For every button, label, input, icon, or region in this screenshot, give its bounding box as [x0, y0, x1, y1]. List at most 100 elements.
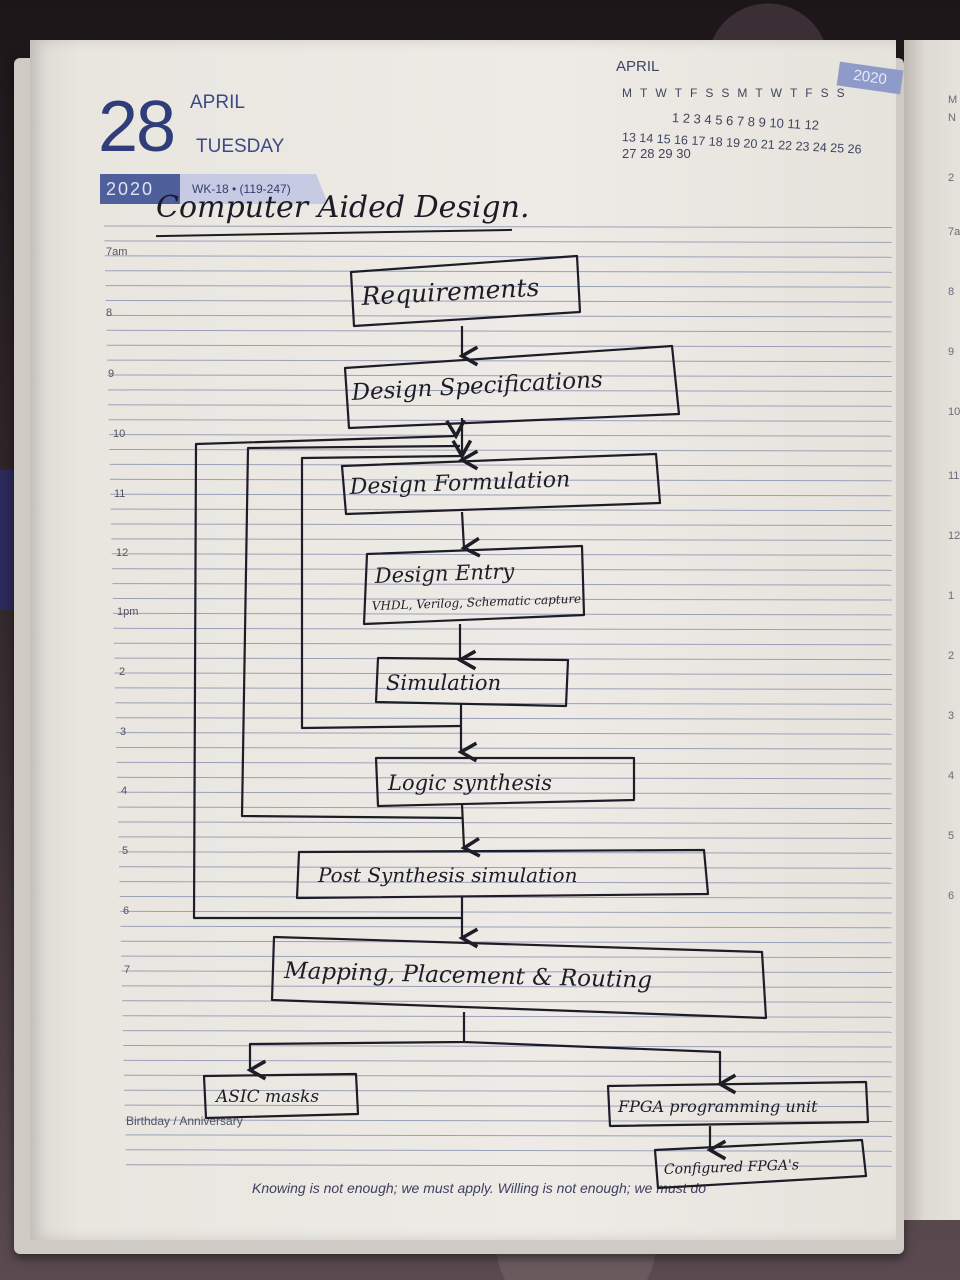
requirements-box: [349, 254, 582, 328]
facing-page: M N 2 7a 8 9 10 11 12 1 2 3 4 5 6: [904, 40, 960, 1220]
ruled-line: [107, 389, 893, 392]
ruled-line: [112, 583, 893, 586]
ruled-line: [116, 747, 893, 750]
ruled-line: [122, 1030, 893, 1033]
month-label: APRIL: [190, 92, 245, 113]
configured-label: Configured FPGA's: [664, 1157, 800, 1178]
ruled-line: [113, 627, 893, 631]
facing-page-fragment: M: [948, 94, 958, 106]
facing-page-fragment: 10: [948, 406, 960, 418]
ruled-line: [124, 1119, 893, 1122]
mapping-box: [270, 935, 768, 1020]
facing-page-fragment: N: [948, 112, 956, 124]
hour-label: 2: [119, 666, 126, 678]
ruled-line: [115, 732, 893, 735]
feedback-loop-post-synthesis: [192, 419, 466, 920]
ruled-line: [105, 285, 893, 288]
facing-page-fragment: 5: [948, 830, 955, 842]
facing-page-fragment: 11: [948, 470, 960, 482]
ruled-line: [117, 791, 893, 795]
ruled-line: [120, 925, 893, 929]
formulation-label: Design Formulation: [348, 467, 570, 500]
ruled-line: [124, 1104, 893, 1108]
ruled-line: [104, 240, 893, 243]
facing-page-fragment: 2: [948, 650, 955, 662]
facing-page-fragment: 2: [948, 172, 955, 184]
arrow-connector: [460, 803, 481, 858]
ruled-line: [125, 1149, 893, 1152]
asic-label: ASIC masks: [214, 1087, 319, 1107]
arrow-connector: [246, 1012, 466, 1081]
ruled-line: [118, 851, 893, 854]
ruled-line: [126, 1164, 893, 1167]
ruled-line: [109, 449, 893, 452]
facing-page-fragment: 8: [948, 286, 955, 298]
ruled-line: [110, 508, 893, 512]
post-synthesis-box: [295, 848, 710, 900]
ruled-line: [124, 1089, 893, 1093]
requirements-label: Requirements: [360, 273, 540, 311]
ruled-line: [116, 761, 893, 765]
configured-box: [653, 1138, 868, 1190]
week-info: WK-18 • (119-247): [180, 174, 328, 204]
hour-label: 7am: [106, 246, 128, 258]
mini-calendar-weekdays: MTWTFSSMTWTFSS: [622, 86, 853, 100]
ruled-line: [113, 642, 893, 646]
hour-label: 11: [114, 488, 126, 500]
hour-label: 4: [121, 785, 128, 797]
footer-quote: Knowing is not enough; we must apply. Wi…: [252, 1180, 707, 1196]
date-number: 28: [98, 87, 176, 167]
mapping-label: Mapping, Placement & Routing: [283, 958, 653, 994]
ruled-line: [108, 419, 893, 422]
facing-page-fragment: 1: [948, 590, 955, 602]
facing-page-fragment: 7a: [948, 226, 960, 238]
ruled-line: [123, 1045, 893, 1048]
ruled-line: [118, 836, 893, 839]
arrow-connector: [463, 1040, 737, 1095]
facing-page-fragment: 3: [948, 710, 955, 722]
ruled-line: [104, 255, 893, 258]
hour-label: 6: [123, 905, 130, 917]
ruled-line: [111, 538, 893, 541]
hour-label: 5: [122, 845, 129, 857]
ruled-line: [117, 806, 893, 810]
ruled-line: [107, 374, 893, 377]
ruled-line: [106, 344, 893, 348]
fpga-label: FPGA programming unit: [617, 1097, 818, 1116]
year-label: 2020: [100, 174, 180, 204]
ruled-line: [115, 717, 893, 720]
feedback-loop-synthesis: [240, 444, 463, 820]
facing-page-fragment: 9: [948, 346, 955, 358]
arrow-connector: [460, 511, 481, 558]
hour-label: 3: [120, 726, 127, 738]
hour-label: 7: [124, 964, 131, 976]
ruled-line: [113, 612, 893, 616]
synthesis-label: Logic synthesis: [387, 771, 552, 795]
entry-box: [362, 544, 586, 626]
ruled-line: [110, 523, 893, 526]
formulation-box: [340, 452, 662, 516]
ruled-line: [109, 463, 893, 467]
facing-page-fragment: 4: [948, 770, 955, 782]
ruled-line: [103, 225, 893, 228]
mini-calendar-month: APRIL: [616, 58, 660, 75]
ruled-line: [117, 821, 893, 824]
simulation-box: [374, 656, 570, 708]
asic-box: [202, 1072, 360, 1120]
ruled-line: [120, 910, 893, 914]
ruled-line: [112, 568, 893, 571]
ruled-line: [112, 598, 893, 601]
ruled-line: [116, 776, 893, 780]
ruled-line: [122, 1000, 893, 1003]
facing-page-fragment: 12: [948, 530, 960, 542]
ruled-line: [121, 955, 893, 959]
entry-sublabel: VHDL, Verilog, Schematic capture: [372, 592, 582, 613]
specifications-box: [343, 344, 681, 430]
weekday-label: TUESDAY: [196, 136, 285, 157]
specifications-label: Design Specifications: [350, 367, 604, 406]
ruled-line: [119, 881, 893, 884]
mini-calendar-row: 27 28 29 30: [622, 146, 691, 161]
feedback-loop-simulation: [300, 439, 473, 730]
mini-calendar: APRIL 2020 MTWTFSSMTWTFSS 1 2 3 4 5 6 7 …: [614, 58, 904, 168]
